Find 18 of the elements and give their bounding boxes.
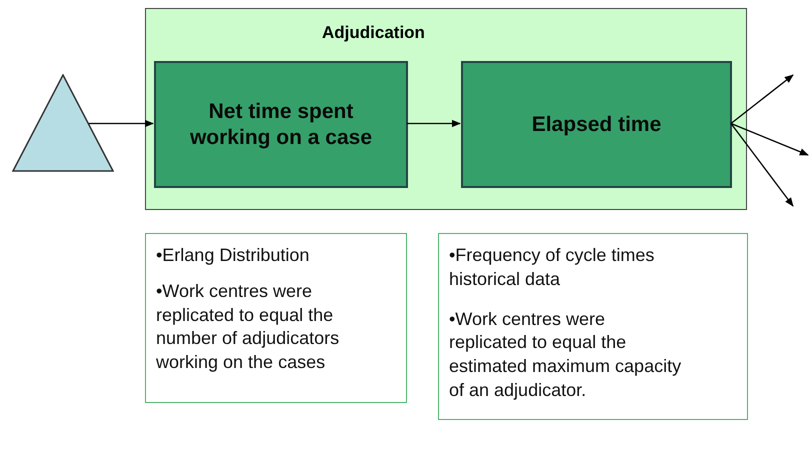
process-box: [154, 61, 408, 188]
note-text: •Work centres were replicated to equal the number of adjudicators working on the cases: [156, 280, 340, 374]
group-box: [145, 8, 747, 210]
note-text: •Frequency of cycle times historical data: [449, 244, 656, 291]
note-box: [438, 233, 748, 420]
group-title: Adjudication: [322, 23, 425, 43]
arrow: [407, 120, 461, 128]
outgoing-arrow: [730, 74, 794, 124]
process-label: Net time spent working on a case: [188, 99, 374, 150]
triangle-shape: [12, 74, 114, 172]
note-box: [145, 233, 407, 403]
outgoing-arrow: [730, 122, 809, 156]
process-label: Elapsed time: [530, 112, 662, 138]
arrow: [88, 120, 154, 128]
outgoing-arrow: [730, 123, 794, 207]
note-text: •Work centres were replicated to equal the estimated maximum capacity of an adjudicator.: [449, 308, 682, 402]
note-text: •Erlang Distribution: [156, 244, 310, 267]
process-box: [461, 61, 732, 188]
